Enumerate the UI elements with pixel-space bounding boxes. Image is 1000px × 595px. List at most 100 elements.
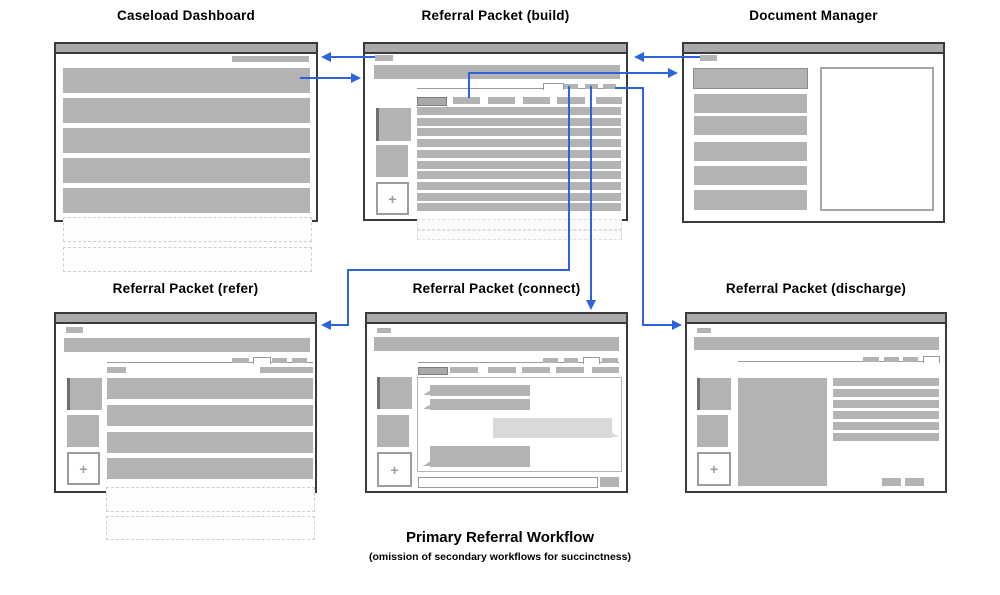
active-tab-notch[interactable] bbox=[923, 356, 940, 363]
subtab-chip-active[interactable] bbox=[417, 97, 447, 106]
summary-row bbox=[833, 433, 939, 441]
subtab-chip[interactable] bbox=[488, 97, 515, 104]
document-list-item-selected[interactable] bbox=[693, 68, 808, 89]
document-list-item[interactable] bbox=[694, 94, 807, 113]
caseload-row[interactable] bbox=[63, 158, 310, 183]
sidebar-item[interactable] bbox=[67, 415, 99, 447]
document-list-item[interactable] bbox=[694, 166, 807, 185]
sidebar-item[interactable] bbox=[697, 415, 728, 447]
caption-title: Primary Referral Workflow bbox=[405, 529, 595, 546]
add-item-button[interactable]: + bbox=[377, 452, 412, 487]
summary-row bbox=[833, 400, 939, 408]
sidebar-item-current[interactable] bbox=[67, 378, 102, 410]
tab-strip-line bbox=[107, 362, 313, 363]
sidebar-item[interactable] bbox=[377, 415, 409, 447]
active-tab-notch[interactable] bbox=[543, 83, 564, 90]
ghost-row bbox=[417, 230, 622, 240]
subtab-chip[interactable] bbox=[488, 367, 516, 373]
add-item-button[interactable]: + bbox=[697, 452, 731, 486]
summary-row bbox=[833, 378, 939, 386]
subtab-chip[interactable] bbox=[523, 97, 550, 104]
panel-referral-refer: + bbox=[54, 312, 317, 544]
back-nav-chip[interactable] bbox=[377, 328, 391, 333]
tab-chip-refer[interactable] bbox=[564, 84, 578, 89]
caseload-row[interactable] bbox=[63, 68, 310, 93]
content-row bbox=[107, 405, 313, 426]
tab-chip-build[interactable] bbox=[863, 357, 879, 362]
window-titlebar bbox=[367, 314, 626, 324]
tab-chip-connect[interactable] bbox=[272, 358, 287, 363]
tab-chip-discharge[interactable] bbox=[603, 84, 616, 89]
subtab-chip[interactable] bbox=[592, 367, 619, 373]
page-header-bar bbox=[694, 337, 939, 350]
caseload-row[interactable] bbox=[63, 188, 310, 213]
document-list-item[interactable] bbox=[694, 116, 807, 135]
page-header-bar bbox=[64, 338, 310, 352]
subtab-chip[interactable] bbox=[557, 97, 585, 104]
tab-chip-refer[interactable] bbox=[564, 358, 578, 363]
sidebar-item-current[interactable] bbox=[376, 108, 411, 141]
window-titlebar bbox=[684, 44, 943, 54]
summary-row bbox=[833, 422, 939, 430]
caseload-row[interactable] bbox=[63, 128, 310, 153]
add-item-button[interactable]: + bbox=[67, 452, 100, 485]
sidebar-item-current[interactable] bbox=[377, 377, 412, 409]
tab-strip-line bbox=[738, 361, 938, 362]
content-row bbox=[417, 150, 621, 158]
action-button[interactable] bbox=[905, 478, 924, 486]
action-button[interactable] bbox=[882, 478, 901, 486]
back-nav-chip[interactable] bbox=[375, 55, 393, 61]
panel-referral-connect: + bbox=[365, 312, 628, 512]
tab-strip-line bbox=[418, 362, 619, 363]
subtab-chip-active[interactable] bbox=[418, 367, 448, 375]
ghost-row bbox=[106, 487, 315, 512]
content-row bbox=[417, 107, 621, 115]
window-titlebar bbox=[365, 44, 626, 54]
caseload-dashboard-window bbox=[54, 42, 318, 222]
subtab-chip[interactable] bbox=[450, 367, 478, 373]
tab-chip-discharge[interactable] bbox=[292, 358, 307, 363]
subtab-chip[interactable] bbox=[522, 367, 550, 373]
back-nav-chip[interactable] bbox=[697, 328, 711, 333]
window-titlebar bbox=[56, 44, 316, 54]
tab-chip-discharge[interactable] bbox=[602, 358, 618, 363]
document-list-item[interactable] bbox=[694, 190, 807, 210]
summary-row bbox=[833, 389, 939, 397]
sidebar-item-current[interactable] bbox=[697, 378, 731, 410]
ghost-row bbox=[106, 516, 315, 540]
tab-chip-connect[interactable] bbox=[585, 84, 598, 89]
caseload-row[interactable] bbox=[63, 98, 310, 123]
panel-referral-discharge: + bbox=[685, 312, 947, 512]
content-row bbox=[417, 118, 621, 126]
tab-chip-refer[interactable] bbox=[884, 357, 899, 362]
plus-icon: + bbox=[388, 190, 397, 207]
panel-title-referral-connect: Referral Packet (connect) bbox=[412, 281, 581, 296]
document-manager-window bbox=[682, 42, 945, 223]
content-row bbox=[417, 171, 621, 179]
content-row bbox=[417, 128, 621, 136]
document-preview bbox=[820, 67, 934, 211]
back-nav-chip[interactable] bbox=[66, 327, 83, 333]
chat-panel bbox=[417, 377, 622, 472]
document-list-item[interactable] bbox=[694, 142, 807, 161]
plus-icon: + bbox=[390, 461, 399, 478]
chat-bubble-right bbox=[493, 418, 619, 438]
section-label-chip bbox=[107, 367, 126, 373]
section-meta-bar bbox=[260, 367, 313, 373]
back-nav-chip[interactable] bbox=[700, 55, 717, 61]
referral-discharge-window: + bbox=[685, 312, 947, 493]
tab-chip-build[interactable] bbox=[232, 358, 249, 363]
tab-chip-connect[interactable] bbox=[903, 357, 918, 362]
tab-chip-build[interactable] bbox=[543, 358, 558, 363]
add-item-button[interactable]: + bbox=[376, 182, 409, 215]
subtab-chip[interactable] bbox=[453, 97, 480, 104]
active-tab-notch[interactable] bbox=[253, 357, 271, 364]
send-button[interactable] bbox=[600, 477, 619, 487]
message-input[interactable] bbox=[418, 477, 598, 488]
active-tab-notch[interactable] bbox=[583, 357, 600, 364]
subtab-chip[interactable] bbox=[556, 367, 584, 373]
subtab-chip[interactable] bbox=[596, 97, 622, 104]
content-row bbox=[107, 458, 313, 479]
sidebar-item[interactable] bbox=[376, 145, 408, 177]
content-row bbox=[417, 203, 621, 211]
